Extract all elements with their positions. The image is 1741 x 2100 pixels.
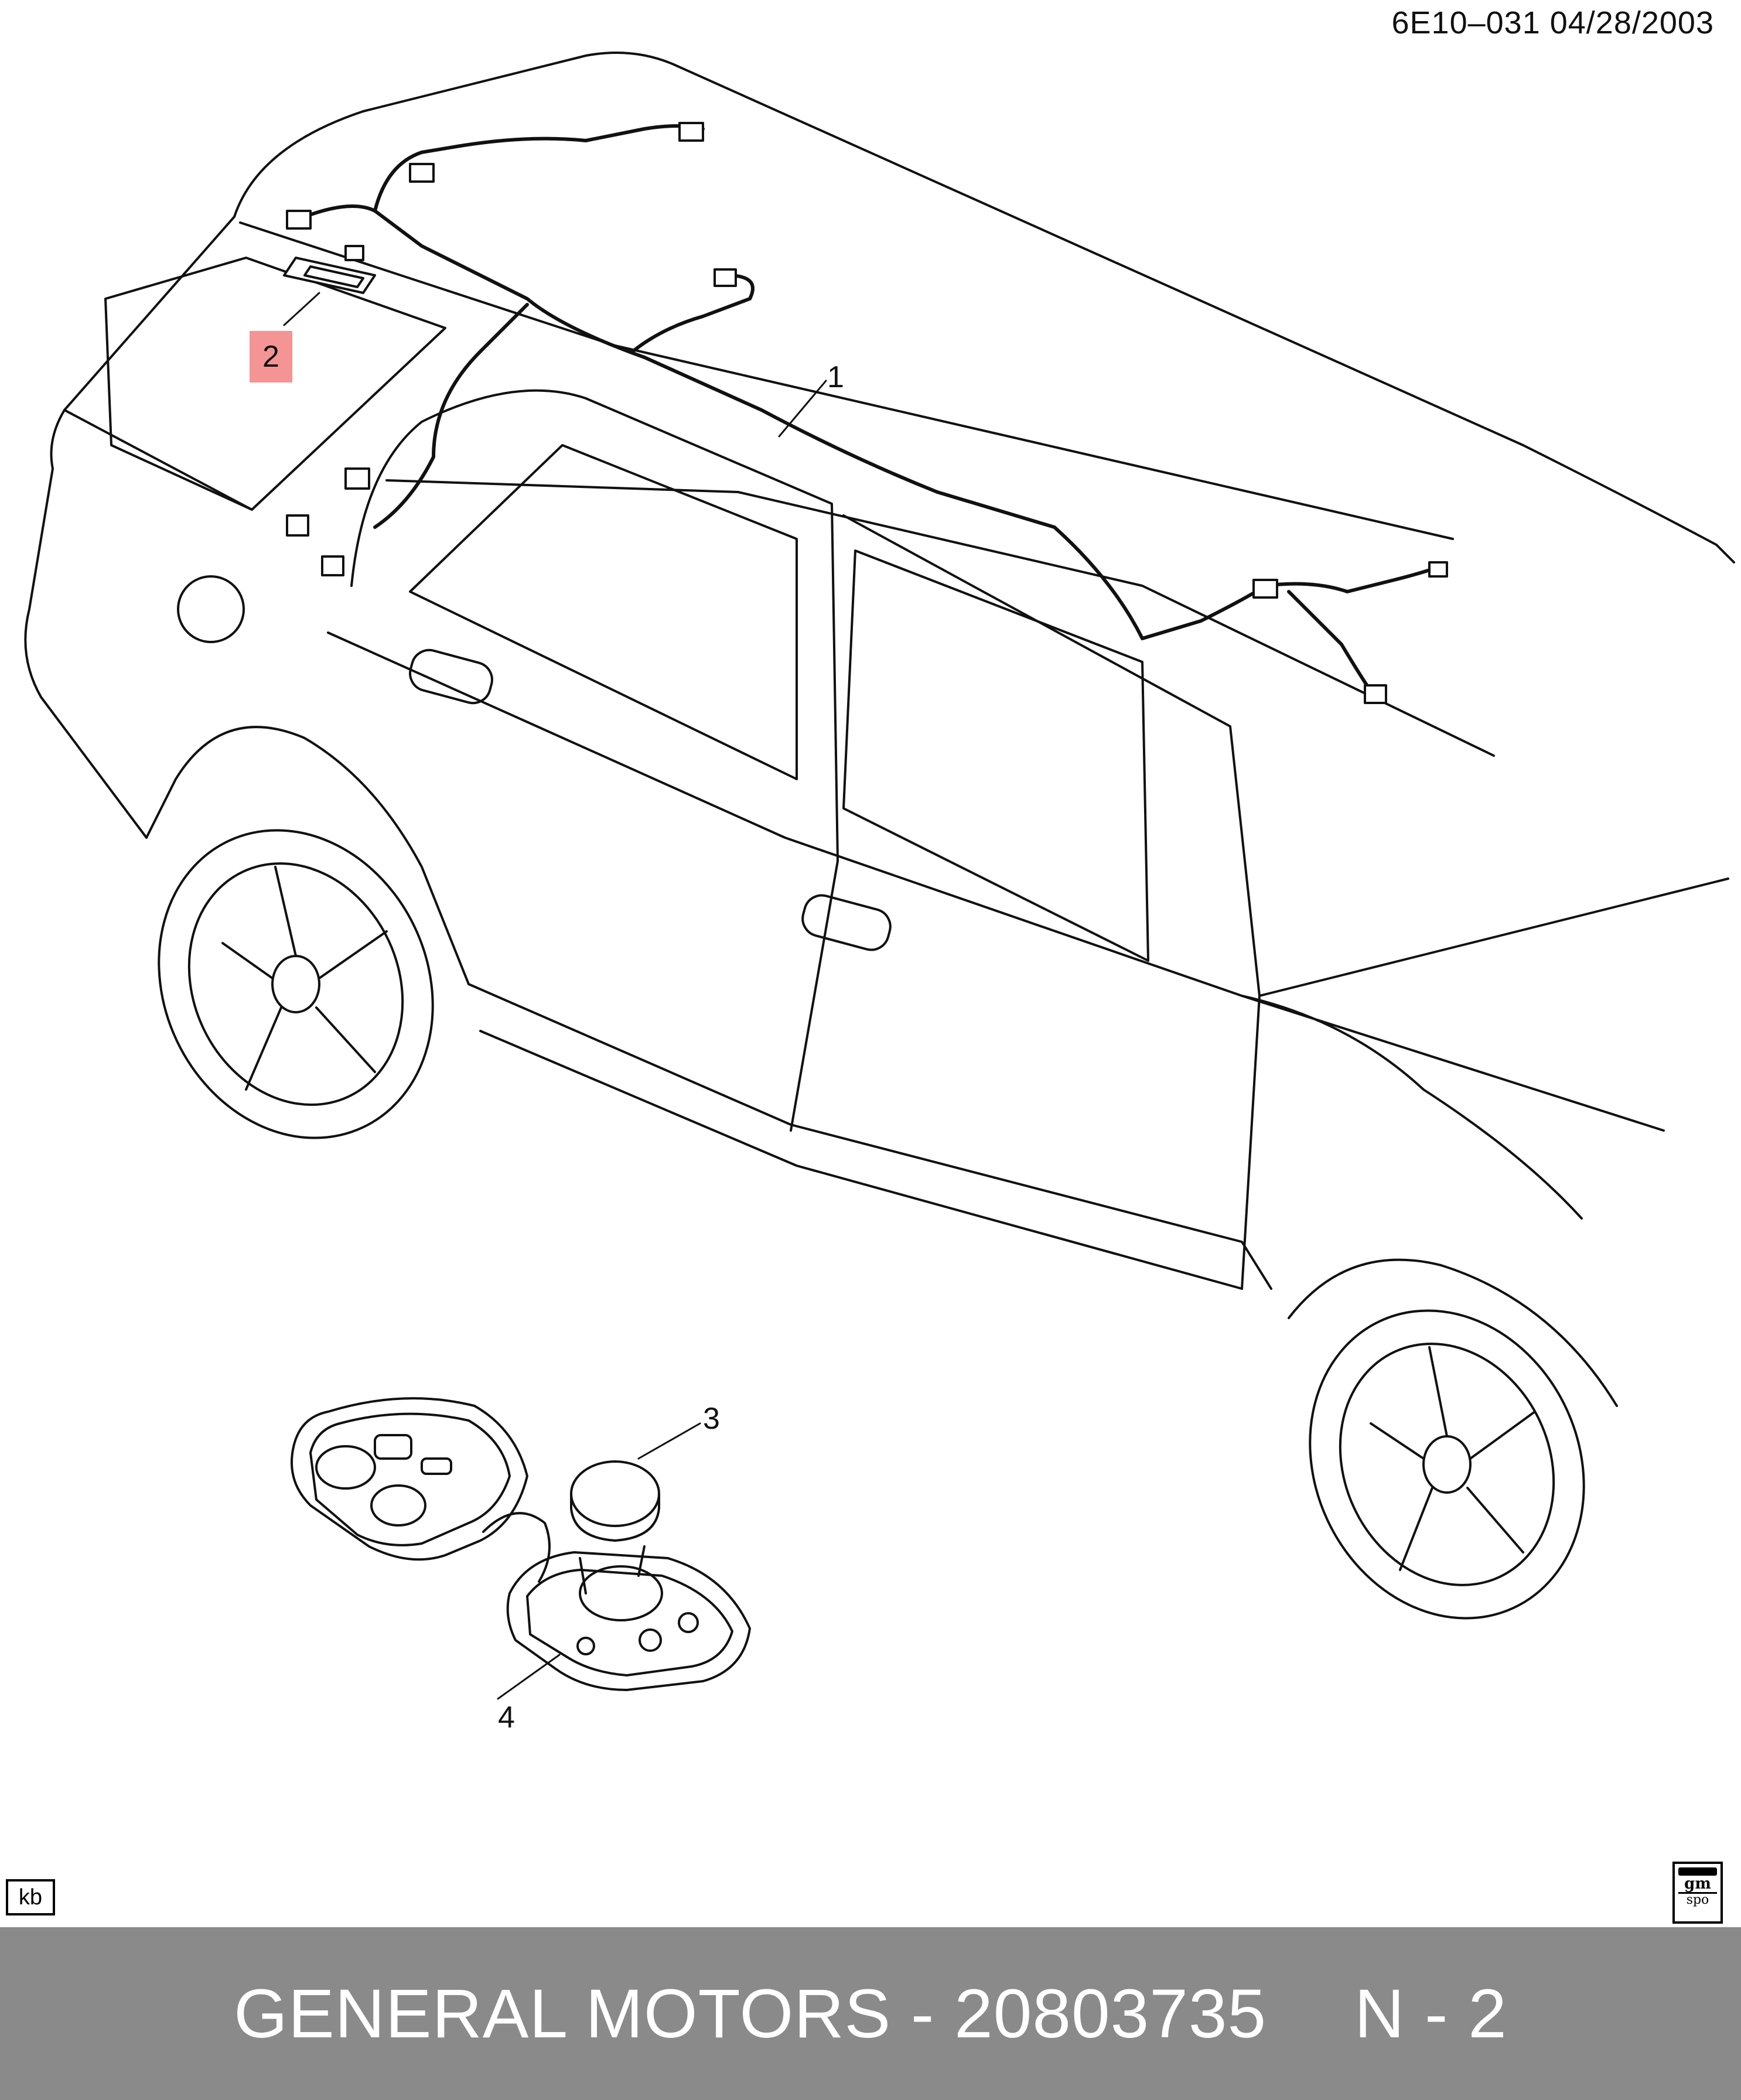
- leader-lines: [283, 292, 827, 1700]
- control-module: [283, 257, 376, 294]
- vehicle-body: [24, 52, 1735, 1407]
- logo-line-2: spo: [1678, 1892, 1717, 1907]
- harness-connectors: [286, 122, 1448, 704]
- front-wheel: [1309, 1309, 1585, 1620]
- footer-banner: GENERAL MOTORS - 20803735 N - 2: [0, 1927, 1741, 2100]
- drawing-reference: 6E10–031 04/28/2003: [1391, 5, 1714, 40]
- logo-line-1: gm: [1684, 1875, 1711, 1893]
- callout-2: 2: [250, 331, 292, 383]
- callout-3: 3: [703, 1402, 720, 1436]
- key-fob-cover: [291, 1397, 551, 1583]
- vehicle-wiring-diagram: [24, 52, 1735, 1700]
- battery: [570, 1460, 660, 1542]
- footer-page: N - 2: [1354, 1975, 1507, 2053]
- rear-wheel: [158, 829, 434, 1139]
- key-fob-base: [506, 1545, 751, 1691]
- footer-part-number: GENERAL MOTORS - 20803735: [234, 1975, 1267, 2053]
- kb-badge: kb: [6, 1879, 55, 1915]
- gm-spo-logo: gm spo: [1672, 1862, 1723, 1924]
- logo-bar: [1678, 1867, 1717, 1876]
- callout-1: 1: [827, 360, 844, 394]
- callout-4: 4: [498, 1701, 515, 1734]
- roof-wiring-harness: [303, 124, 1437, 693]
